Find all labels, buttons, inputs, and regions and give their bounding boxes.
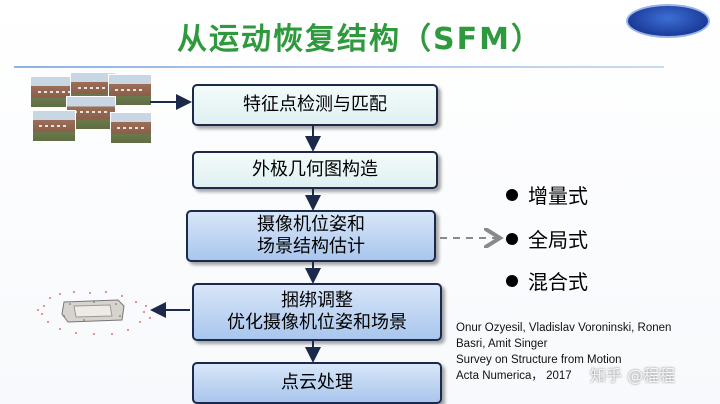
step-label: 外极几何图构造: [252, 159, 378, 180]
step-label-line1: 捆绑调整: [281, 290, 353, 311]
step-pose-structure-estimation: 摄像机位姿和 场景结构估计: [186, 210, 436, 262]
photo-thumbnail: [32, 110, 76, 142]
step-label: 特征点检测与匹配: [243, 94, 387, 115]
step-epipolar-graph: 外极几何图构造: [192, 151, 438, 189]
method-incremental: 增量式: [506, 180, 588, 209]
step-label-line2: 优化摄像机位姿和场景: [227, 312, 407, 333]
title-divider: [14, 66, 664, 68]
method-global: 全局式: [506, 224, 588, 253]
method-label: 全局式: [528, 228, 588, 252]
bullet-icon: [506, 232, 518, 245]
method-label: 混合式: [528, 270, 588, 294]
bullet-icon: [506, 188, 518, 201]
reference-authors-line2: Basri, Amit Singer: [456, 338, 548, 350]
reference-journal: Acta Numerica， 2017: [456, 370, 572, 382]
point-cloud-icon: [37, 291, 151, 335]
slide-title: 从运动恢复结构（SFM）: [177, 22, 543, 57]
step-label: 点云处理: [281, 372, 353, 393]
step-label-line1: 摄像机位姿和: [257, 214, 365, 235]
step-label-line2: 场景结构估计: [257, 236, 365, 257]
photo-thumbnail: [110, 112, 152, 144]
reference-title: Survey on Structure from Motion: [456, 354, 622, 366]
watermark: 知乎 @程程: [590, 366, 676, 385]
method-label: 增量式: [528, 184, 588, 208]
building-photos-icon: [30, 72, 152, 144]
reference-citation: Onur Ozyesil, Vladislav Voroninski, Rone…: [456, 320, 718, 384]
method-hybrid: 混合式: [506, 266, 588, 295]
photo-thumbnail: [66, 96, 116, 130]
step-feature-matching: 特征点检测与匹配: [192, 84, 438, 126]
bullet-icon: [506, 274, 518, 287]
logo-icon: [626, 4, 710, 38]
step-bundle-adjustment: 捆绑调整 优化摄像机位姿和场景: [192, 283, 442, 341]
reference-authors-line1: Onur Ozyesil, Vladislav Voroninski, Rone…: [456, 322, 672, 334]
step-point-cloud-processing: 点云处理: [192, 362, 442, 404]
